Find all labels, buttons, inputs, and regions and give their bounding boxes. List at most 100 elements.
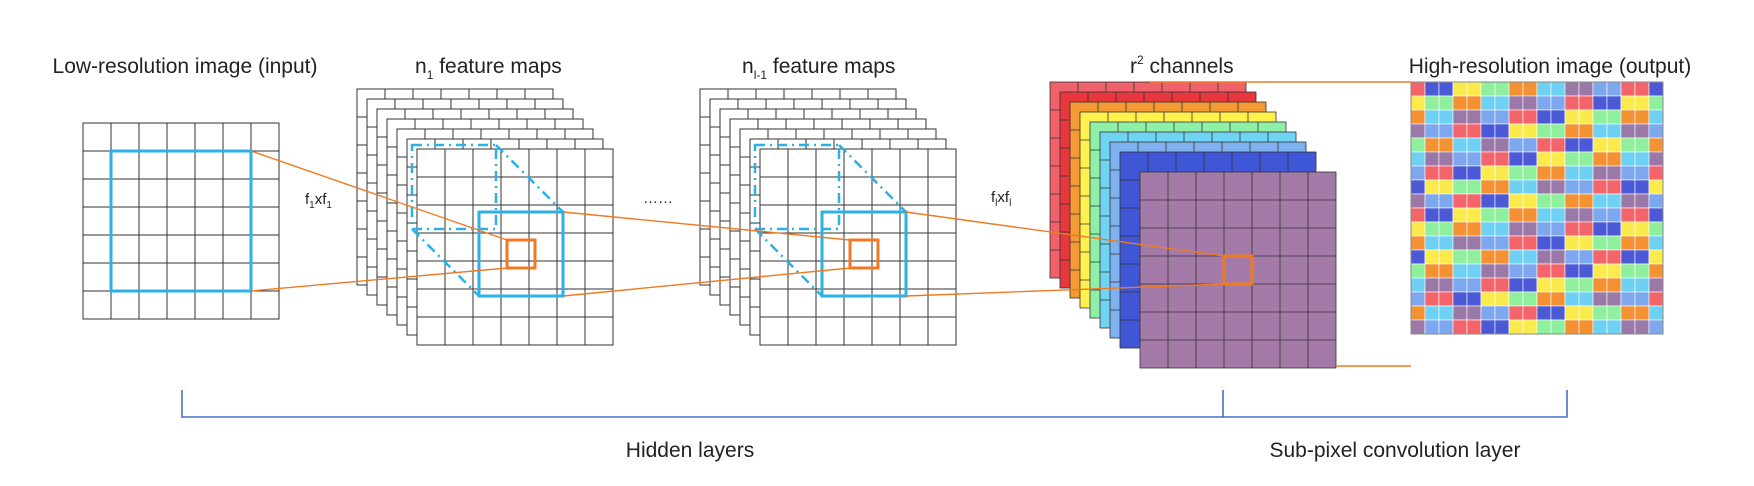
output-pixel <box>1494 235 1510 251</box>
fmap1-dashed-diagonal-2 <box>495 144 564 213</box>
output-pixel <box>1592 193 1608 209</box>
output-pixel <box>1606 165 1622 181</box>
output-pixel <box>1522 249 1538 265</box>
output-pixel <box>1508 305 1524 321</box>
output-pixel <box>1536 193 1552 209</box>
output-pixel <box>1550 249 1566 265</box>
output-pixel <box>1648 263 1664 279</box>
output-pixel <box>1522 277 1538 293</box>
output-pixel <box>1550 221 1566 237</box>
output-pixel <box>1438 277 1454 293</box>
output-pixel <box>1606 123 1622 139</box>
output-pixel <box>1438 291 1454 307</box>
output-pixel <box>1564 165 1580 181</box>
output-pixel <box>1564 81 1580 97</box>
output-pixel <box>1564 277 1580 293</box>
subpixel-bracket <box>1223 390 1568 418</box>
output-pixel <box>1480 305 1496 321</box>
output-pixel <box>1522 151 1538 167</box>
output-pixel <box>1508 249 1524 265</box>
output-pixel <box>1550 277 1566 293</box>
projection-line-2 <box>250 267 508 292</box>
output-pixel <box>1648 109 1664 125</box>
output-pixel <box>1522 137 1538 153</box>
output-pixel <box>1452 235 1468 251</box>
output-pixel <box>1480 319 1496 335</box>
output-pixel <box>1438 207 1454 223</box>
output-pixel <box>1494 123 1510 139</box>
output-pixel <box>1592 151 1608 167</box>
output-pixel <box>1578 109 1594 125</box>
output-pixel <box>1424 193 1440 209</box>
output-pixel <box>1480 291 1496 307</box>
output-pixel <box>1648 193 1664 209</box>
output-pixel <box>1466 221 1482 237</box>
hidden-layers-bracket <box>181 390 1224 418</box>
output-pixel <box>1494 263 1510 279</box>
output-pixel <box>1606 151 1622 167</box>
output-pixel <box>1508 277 1524 293</box>
output-pixel <box>1494 109 1510 125</box>
output-pixel <box>1480 95 1496 111</box>
output-pixel <box>1452 305 1468 321</box>
output-mosaic <box>1410 81 1664 335</box>
output-pixel <box>1508 221 1524 237</box>
channel-front-layer <box>1139 171 1337 369</box>
output-pixel <box>1438 109 1454 125</box>
input-receptive-field <box>109 149 253 293</box>
output-pixel <box>1466 95 1482 111</box>
output-pixel <box>1564 319 1580 335</box>
output-pixel <box>1648 221 1664 237</box>
output-pixel <box>1550 165 1566 181</box>
output-pixel <box>1578 207 1594 223</box>
feature-map-2-layer-7 <box>759 148 957 346</box>
output-pixel <box>1424 123 1440 139</box>
output-pixel <box>1508 319 1524 335</box>
output-pixel <box>1564 263 1580 279</box>
output-pixel <box>1648 207 1664 223</box>
output-pixel <box>1452 193 1468 209</box>
output-pixel <box>1648 277 1664 293</box>
output-pixel <box>1648 137 1664 153</box>
output-pixel <box>1494 137 1510 153</box>
output-pixel <box>1606 263 1622 279</box>
output-pixel <box>1452 249 1468 265</box>
fmap2-dashed-box <box>753 143 841 231</box>
output-pixel <box>1480 109 1496 125</box>
output-pixel <box>1410 249 1426 265</box>
output-pixel <box>1438 221 1454 237</box>
output-pixel <box>1592 263 1608 279</box>
output-pixel <box>1634 179 1650 195</box>
output-pixel <box>1620 291 1636 307</box>
ellipsis: …… <box>643 190 673 207</box>
output-pixel <box>1466 263 1482 279</box>
output-pixel <box>1536 179 1552 195</box>
output-pixel <box>1620 263 1636 279</box>
output-pixel <box>1536 81 1552 97</box>
output-pixel <box>1466 291 1482 307</box>
output-pixel <box>1438 319 1454 335</box>
output-pixel <box>1438 95 1454 111</box>
output-pixel <box>1466 123 1482 139</box>
feature-map-stack-2 <box>699 88 957 346</box>
output-pixel <box>1410 291 1426 307</box>
kernel-size-label-1: f1xf1 <box>305 191 332 211</box>
output-pixel <box>1592 179 1608 195</box>
output-pixel <box>1410 207 1426 223</box>
output-pixel <box>1634 305 1650 321</box>
output-pixel <box>1522 291 1538 307</box>
output-pixel <box>1648 319 1664 335</box>
output-pixel <box>1620 165 1636 181</box>
output-pixel <box>1634 109 1650 125</box>
output-pixel <box>1592 207 1608 223</box>
output-pixel <box>1592 137 1608 153</box>
output-pixel <box>1606 95 1622 111</box>
output-pixel <box>1648 249 1664 265</box>
output-pixel <box>1424 179 1440 195</box>
fmap2-dashed-diagonal-2 <box>838 144 907 213</box>
output-pixel <box>1424 249 1440 265</box>
output-pixel <box>1536 277 1552 293</box>
projection-line-5 <box>905 211 1225 257</box>
output-pixel <box>1494 291 1510 307</box>
output-pixel <box>1564 207 1580 223</box>
